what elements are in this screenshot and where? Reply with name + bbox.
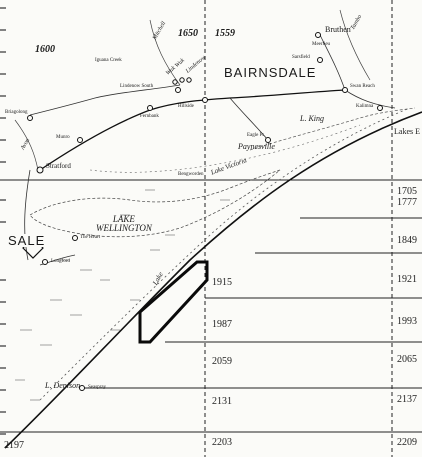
town-hillside [202, 97, 208, 103]
block-2197: 2197 [4, 440, 24, 451]
road-briagolong [29, 84, 181, 116]
block-1915: 1915 [212, 277, 232, 288]
label-lake-wellington: LAKE WELLINGTON [96, 214, 152, 233]
town-seaspray [79, 385, 85, 391]
town-fernbank [147, 105, 153, 111]
block-2065: 2065 [397, 354, 417, 365]
road-paynesville [229, 97, 269, 141]
label-bruthen: Bruthen [325, 25, 351, 34]
label-hillside: Hillside [178, 104, 194, 109]
label-swan-reach: Swan Reach [350, 84, 375, 89]
label-fernbank: Fernbank [140, 114, 159, 119]
town-marker-c [186, 77, 192, 83]
block-1921: 1921 [397, 274, 417, 285]
block-1987: 1987 [212, 319, 232, 330]
mitchell-river [149, 19, 181, 86]
block-2209: 2209 [397, 437, 417, 448]
town-longford [42, 259, 48, 265]
block-1705: 1705 [397, 186, 417, 197]
label-eagle-point: Eagle Pt [247, 133, 264, 138]
label-lake-king: L. King [300, 114, 325, 123]
town-briagolong [27, 115, 33, 121]
town-markers [27, 32, 383, 391]
inner-shoreline [39, 107, 411, 401]
block-1777: 1777 [397, 197, 417, 208]
label-lakes-entrance: Lakes E [394, 127, 420, 136]
town-swan-reach [342, 87, 348, 93]
label-meerlieu: Meerlieu [312, 42, 331, 47]
highlighted-area [138, 260, 209, 344]
avon-river [14, 119, 39, 171]
lake-king-shore [249, 107, 416, 151]
town-kalimna [377, 105, 383, 111]
town-bruthen [315, 32, 321, 38]
label-bengworden: Bengworden [178, 172, 204, 177]
block-1849: 1849 [397, 235, 417, 246]
block-1993: 1993 [397, 316, 417, 327]
elevation-1650: 1650 [178, 28, 198, 39]
road-bruthen [319, 34, 346, 91]
label-paynesville: Paynesville [238, 142, 275, 151]
elevation-1559: 1559 [215, 28, 235, 39]
label-kalimna: Kalimna [356, 104, 374, 109]
label-munro: Munro [56, 135, 70, 140]
town-marker-b [179, 77, 185, 83]
block-2203: 2203 [212, 437, 232, 448]
label-lindenow-south: Lindenow South [120, 84, 154, 89]
elevation-1600: 1600 [35, 44, 55, 55]
lake-victoria-shore [89, 124, 361, 173]
marsh-symbols [15, 189, 230, 401]
block-2131: 2131 [212, 396, 232, 407]
label-sarsfield: Sarsfield [292, 55, 310, 60]
label-stratford: Stratford [46, 162, 71, 170]
label-longford: Longford [51, 259, 70, 264]
town-the-heart [72, 235, 78, 241]
road-lakes-entrance [344, 89, 396, 109]
lake-wellington-shore [29, 169, 281, 238]
town-lindenow-south [175, 87, 181, 93]
label-seaspray: Seaspray [88, 385, 107, 390]
label-lake-denison: L. Denison [45, 381, 81, 390]
label-bairnsdale: BAIRNSDALE [224, 65, 317, 80]
label-iguana-creek: Iguana Creek [95, 58, 122, 63]
block-2059: 2059 [212, 356, 232, 367]
town-paynesville [265, 137, 271, 143]
left-border-ticks [0, 7, 6, 435]
town-munro [77, 137, 83, 143]
town-sarsfield [317, 57, 323, 63]
coastline [4, 111, 422, 449]
label-the-heart: The Heart [80, 235, 101, 240]
label-sale: SALE [8, 233, 46, 248]
town-marker-a [172, 79, 178, 85]
railway-line [39, 89, 346, 171]
block-2137: 2137 [397, 394, 417, 405]
tambo-river [339, 9, 371, 81]
town-stratford [36, 166, 44, 174]
label-briagolong: Briagolong [5, 110, 28, 115]
road-longford [39, 254, 76, 266]
